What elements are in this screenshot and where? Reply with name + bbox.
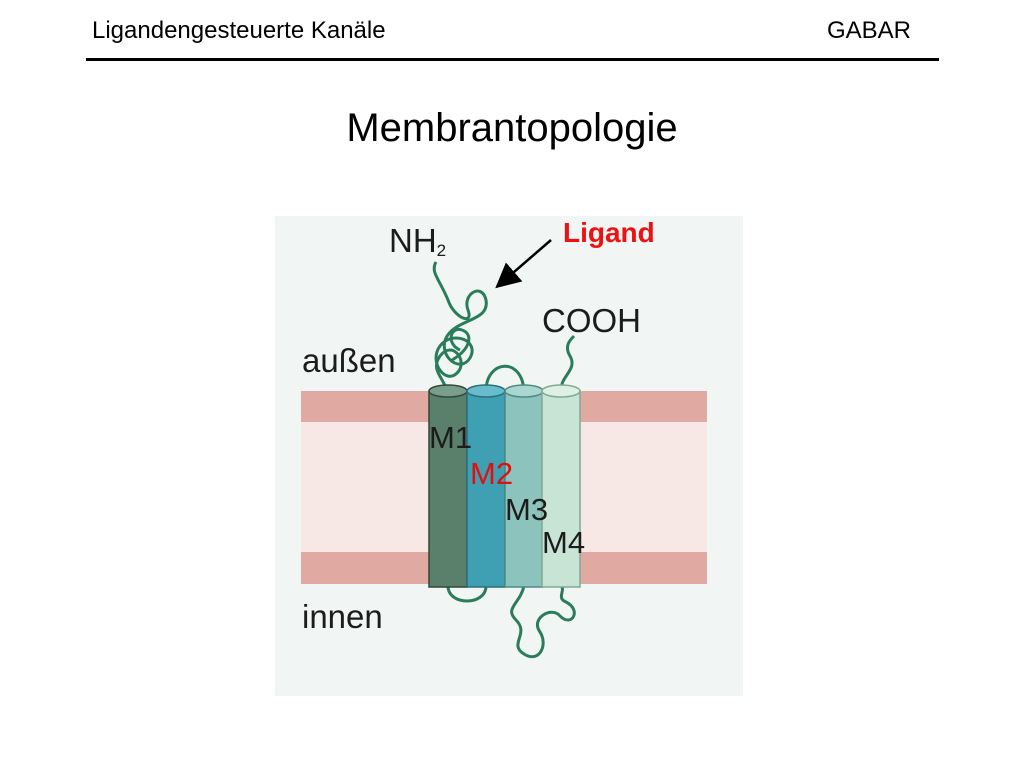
header-divider xyxy=(86,58,939,61)
n-terminus-label: NH2 xyxy=(389,222,446,270)
loop-m1-m2 xyxy=(446,585,488,603)
segment-label-m1: M1 xyxy=(429,420,473,455)
n-terminus-base: NH xyxy=(389,222,437,259)
c-terminus-label: COOH xyxy=(542,302,641,339)
loop-m3-m4 xyxy=(510,584,576,658)
outside-label: außen xyxy=(302,342,396,379)
helix-m1 xyxy=(428,384,468,588)
n-terminus-subscript: 2 xyxy=(436,241,447,260)
loop-m2-m3 xyxy=(484,364,526,392)
ligand-label: Ligand xyxy=(563,217,655,248)
n-terminal-chain xyxy=(432,261,488,392)
header-topic: Ligandengesteuerte Kanäle xyxy=(92,17,386,44)
slide-title: Membrantopologie xyxy=(346,106,678,150)
header-subtopic: GABAR xyxy=(826,17,911,44)
helix-m4 xyxy=(541,384,581,588)
c-terminal-chain xyxy=(559,334,576,392)
ligand-arrow xyxy=(495,239,552,289)
n-terminal-loops xyxy=(449,327,471,362)
segment-label-m3: M3 xyxy=(505,492,549,527)
segment-label-m2: M2 xyxy=(470,456,514,491)
inside-label: innen xyxy=(302,598,383,635)
helix-m3 xyxy=(504,384,544,588)
segment-label-m4: M4 xyxy=(542,525,586,560)
